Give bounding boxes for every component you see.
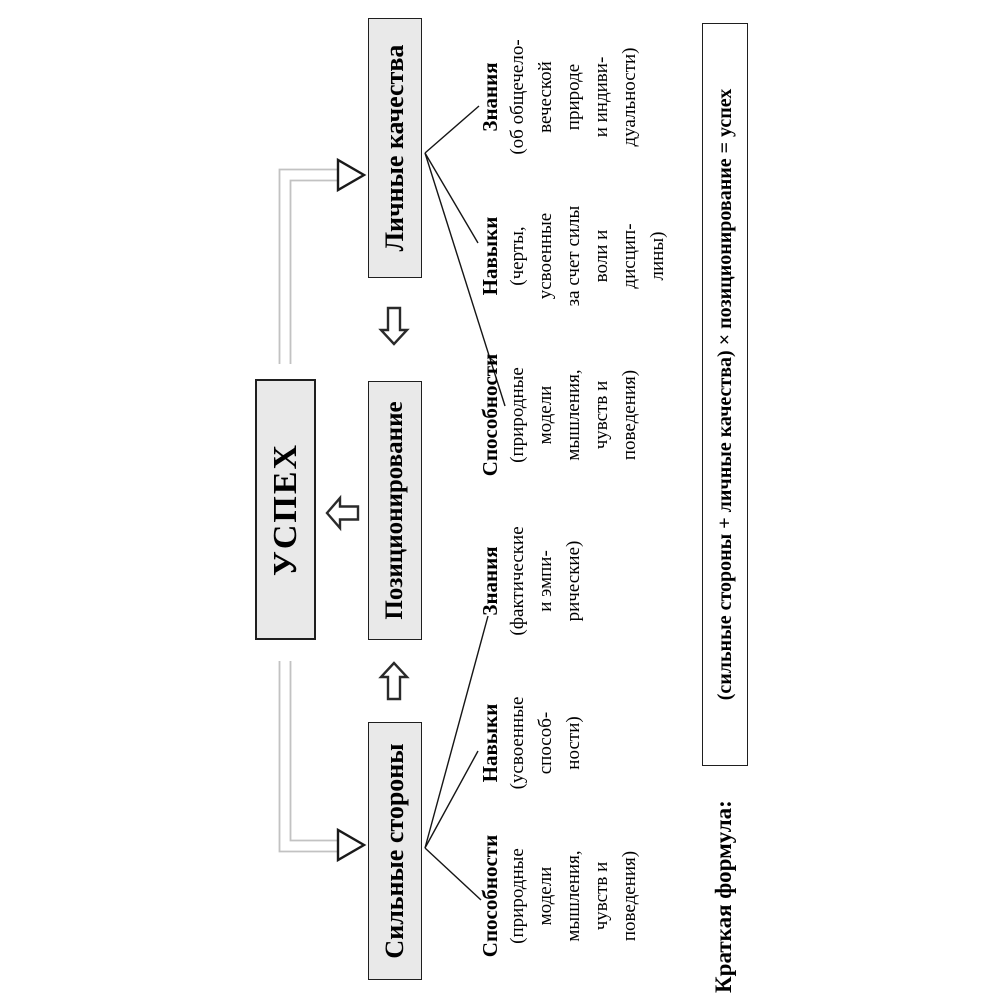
block-arrow-up-icon: [325, 494, 360, 532]
connector-line: [424, 152, 479, 244]
column-line: (усвоенные: [507, 696, 528, 790]
column-heading: Навыки: [478, 703, 502, 783]
positioning-box: Позиционирование: [368, 381, 422, 640]
strengths-skills-column: Навыки (усвоенные способ- ности): [476, 654, 588, 832]
connector-line: [424, 615, 489, 849]
column-line: (черты,: [507, 226, 528, 286]
block-arrow-left-icon: [378, 306, 410, 346]
column-line: за счет силы: [563, 205, 584, 307]
column-line: мышления,: [563, 850, 584, 942]
strengths-knowledge-column: Знания (фактические и эмпи- рические): [476, 492, 588, 670]
connector-line: [424, 847, 482, 901]
strengths-abilities-column: Способности (природные модели мышления, …: [476, 807, 644, 985]
column-line: и эмпи-: [535, 550, 556, 612]
personal-skills-column: Навыки (черты, усвоенные за счет силы во…: [476, 167, 672, 345]
connector-line: [424, 152, 506, 407]
column-heading: Способности: [478, 353, 502, 477]
column-line: модели: [535, 866, 556, 926]
column-line: мышления,: [563, 369, 584, 461]
column-line: веческой: [535, 61, 556, 133]
column-line: (об общечело-: [507, 39, 528, 155]
column-heading: Навыки: [478, 216, 502, 296]
personal-abilities-column: Способности (природные модели мышления, …: [476, 326, 644, 504]
personal-qualities-box: Личные качества: [368, 18, 422, 278]
column-line: модели: [535, 385, 556, 445]
column-heading: Знания: [478, 62, 502, 132]
arrowhead-down-icon: [336, 157, 367, 193]
column-line: воли и: [591, 229, 612, 283]
strengths-label: Сильные стороны: [380, 743, 409, 959]
column-line: поведения): [619, 850, 640, 942]
column-line: рические): [563, 540, 584, 622]
strengths-box: Сильные стороны: [368, 722, 422, 980]
personal-knowledge-column: Знания (об общечело- веческой природе и …: [476, 8, 644, 186]
column-line: дисцип-: [619, 223, 640, 289]
column-line: (фактические: [507, 526, 528, 636]
block-arrow-right-icon: [378, 661, 410, 701]
bent-arrow-to-personal: [278, 157, 367, 364]
connector-line: [424, 750, 479, 849]
success-label: УСПЕХ: [266, 442, 304, 577]
column-line: дуальности): [619, 47, 640, 147]
column-line: чувств и: [591, 861, 612, 931]
column-line: природе: [563, 63, 584, 131]
arrowhead-down-icon: [336, 827, 367, 863]
formula-text: (сильные стороны + личные качества) × по…: [713, 88, 736, 701]
formula-box: (сильные стороны + личные качества) × по…: [702, 23, 748, 766]
column-line: способ-: [535, 711, 556, 775]
column-line: чувств и: [591, 380, 612, 450]
formula-caption: Краткая формула:: [711, 800, 736, 993]
bent-arrow-to-strengths: [278, 661, 367, 863]
success-box: УСПЕХ: [255, 379, 316, 640]
column-line: поведения): [619, 369, 640, 461]
column-line: (природные: [507, 848, 528, 944]
connector-line: [424, 105, 480, 154]
positioning-label: Позиционирование: [381, 401, 408, 620]
column-line: (природные: [507, 367, 528, 463]
personal-qualities-label: Личные качества: [380, 44, 409, 252]
column-line: усвоенные: [535, 212, 556, 300]
column-heading: Способности: [478, 834, 502, 958]
column-line: лины): [647, 231, 668, 281]
column-heading: Знания: [478, 546, 502, 616]
column-line: и индиви-: [591, 56, 612, 138]
column-line: ности): [563, 716, 584, 770]
